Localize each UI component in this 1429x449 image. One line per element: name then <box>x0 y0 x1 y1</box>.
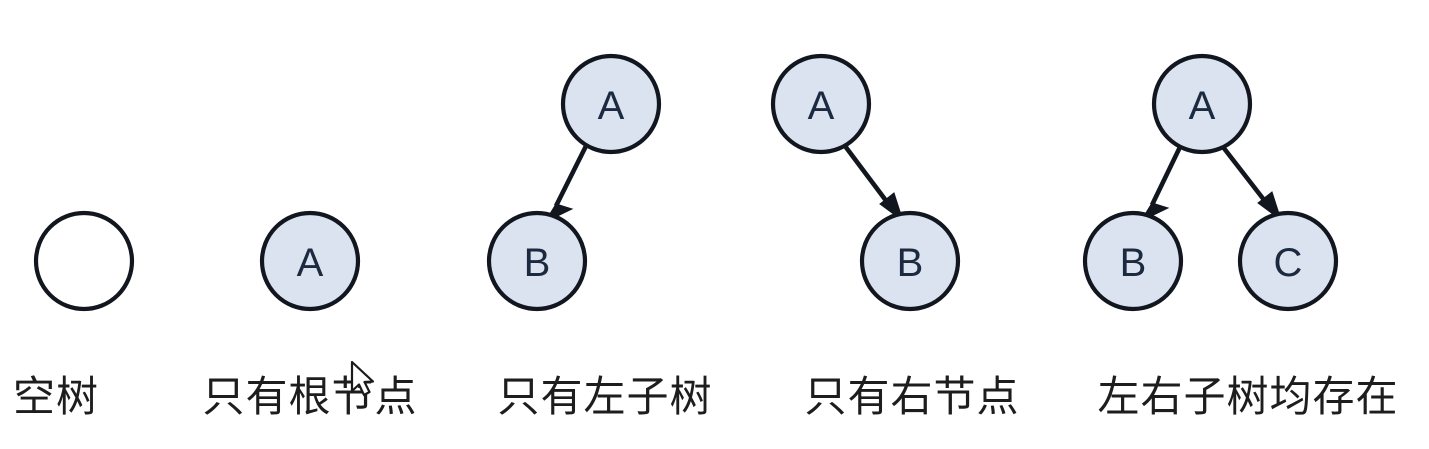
node-a <box>1151 53 1253 155</box>
node-b-label: B <box>1120 241 1147 285</box>
node-b <box>859 210 961 312</box>
caption-right-subtree-only: 只有右节点 <box>804 373 1020 420</box>
case-both-subtrees: A B C <box>1082 53 1339 312</box>
node-a <box>560 53 662 155</box>
node-c-label: C <box>1274 241 1303 285</box>
node-a-label: A <box>297 241 324 285</box>
node-empty <box>33 210 135 312</box>
node-a <box>259 210 361 312</box>
node-a-label: A <box>1189 84 1216 128</box>
edge-a-to-b <box>1139 146 1183 223</box>
case-left-subtree-only: A B <box>486 53 662 312</box>
node-b-label: B <box>524 241 551 285</box>
caption-empty-tree: 空树 <box>12 373 100 420</box>
edge-a-to-b <box>543 144 589 224</box>
node-a <box>770 53 872 155</box>
caption-root-only: 只有根节点 <box>202 373 418 420</box>
edge-a-to-c <box>1221 145 1282 222</box>
caption-left-subtree-only: 只有左子树 <box>497 373 713 420</box>
edge-a-to-b <box>843 144 904 223</box>
node-a-label: A <box>598 84 625 128</box>
node-a-label: A <box>808 84 835 128</box>
caption-both-subtrees: 左右子树均存在 <box>1097 373 1399 420</box>
case-root-only: A <box>259 210 361 312</box>
case-right-subtree-only: A B <box>770 53 961 312</box>
node-b <box>486 210 588 312</box>
case-empty-tree <box>33 210 135 312</box>
node-b <box>1082 210 1184 312</box>
node-b-label: B <box>897 241 924 285</box>
node-c <box>1237 210 1339 312</box>
